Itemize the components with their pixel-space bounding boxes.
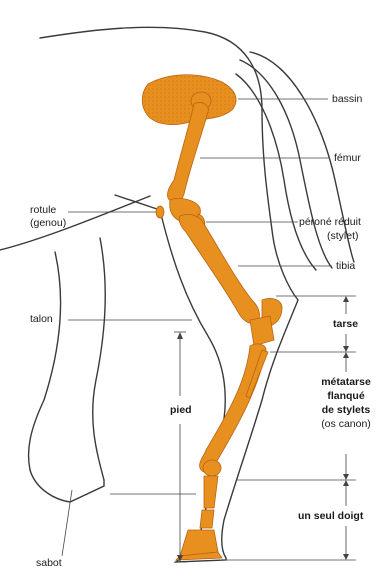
label-os-canon: (os canon): [312, 418, 380, 430]
front-leg-outer: [29, 252, 61, 470]
leader-sabot: [62, 490, 72, 556]
label-talon: talon: [30, 313, 53, 325]
phalanx-2: [200, 510, 214, 528]
label-de-stylets: de stylets: [312, 404, 380, 416]
phalanx-3: [180, 530, 218, 556]
label-tibia: tibia: [336, 260, 355, 272]
rump-curve: [262, 110, 298, 300]
label-rotule: rotule: [30, 204, 56, 216]
arrow-metatarse-up: [343, 352, 349, 358]
tail-outer: [240, 60, 332, 268]
tarse-bones: [250, 316, 274, 346]
label-femur: fémur: [334, 152, 361, 164]
arrow-tarse-up: [343, 296, 349, 302]
skeleton: [142, 75, 282, 560]
label-genou: (genou): [30, 217, 66, 229]
rotule-bone: [156, 206, 164, 218]
label-metatarse: métatarse: [312, 376, 380, 388]
label-tarse: tarse: [333, 318, 358, 330]
label-bassin: bassin: [332, 93, 362, 105]
label-stylet: (stylet): [327, 230, 359, 242]
front-leg-inner: [93, 238, 106, 480]
arrow-pied-up: [177, 332, 183, 339]
label-perone: péroné réduit: [299, 216, 361, 228]
phalanx-1: [204, 476, 218, 508]
label-sabot: sabot: [36, 557, 62, 569]
metatarse-bone: [200, 344, 266, 472]
front-hoof: [30, 470, 104, 502]
tibia-bone: [179, 214, 259, 323]
arrow-metatarse-down: [343, 474, 349, 480]
arrow-tarse-down: [343, 346, 349, 352]
belly-line: [0, 196, 150, 250]
arrow-doigt-up: [343, 480, 349, 486]
arrow-doigt-down: [343, 554, 349, 560]
label-flanque: flanqué: [312, 390, 380, 402]
label-pied: pied: [170, 404, 192, 416]
fetlock-joint: [203, 460, 221, 476]
tail-inner: [236, 74, 316, 270]
label-un-seul-doigt: un seul doigt: [298, 510, 363, 522]
